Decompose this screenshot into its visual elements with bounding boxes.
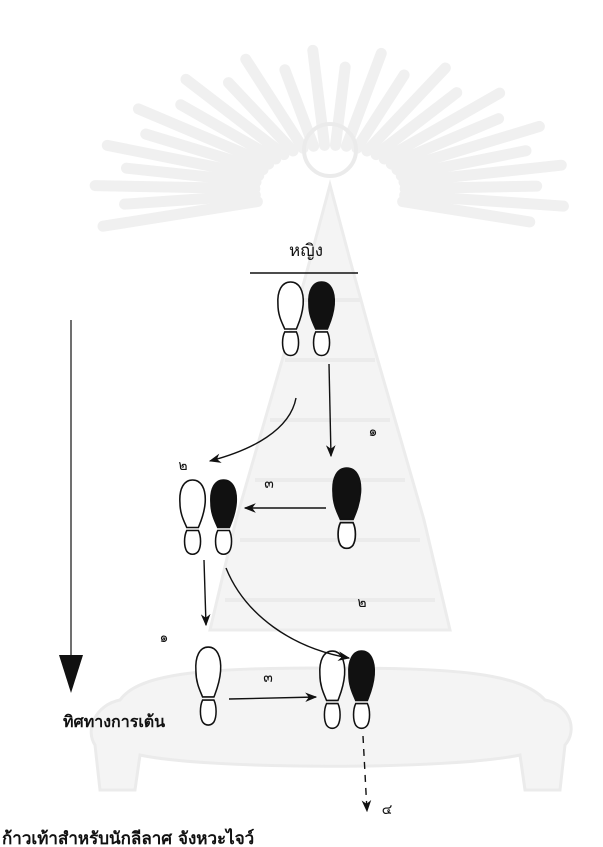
step-label: ๑: [369, 424, 378, 440]
direction-arrow: [59, 320, 83, 693]
footprint-mid-left-outline: [180, 480, 205, 554]
watermark-ray: [95, 186, 255, 189]
arrow-step-left-down: [204, 560, 206, 625]
step-label: ๓: [263, 670, 273, 686]
diagram-title: หญิง: [289, 241, 323, 261]
watermark-ray: [336, 67, 346, 145]
direction-label: ทิศทางการเต้น: [63, 712, 165, 731]
step-label: ๒: [357, 595, 366, 611]
direction-arrow-head: [59, 655, 83, 693]
step-label: ๓: [264, 476, 274, 492]
figure-caption: ก้าวเท้าสำหรับนักลีลาศ จังหวะไจว์: [2, 828, 254, 847]
step-label: ๑: [160, 630, 169, 646]
watermark-ray: [405, 186, 537, 188]
step-label: ๒: [178, 458, 187, 474]
step-label: ๔: [382, 802, 393, 818]
